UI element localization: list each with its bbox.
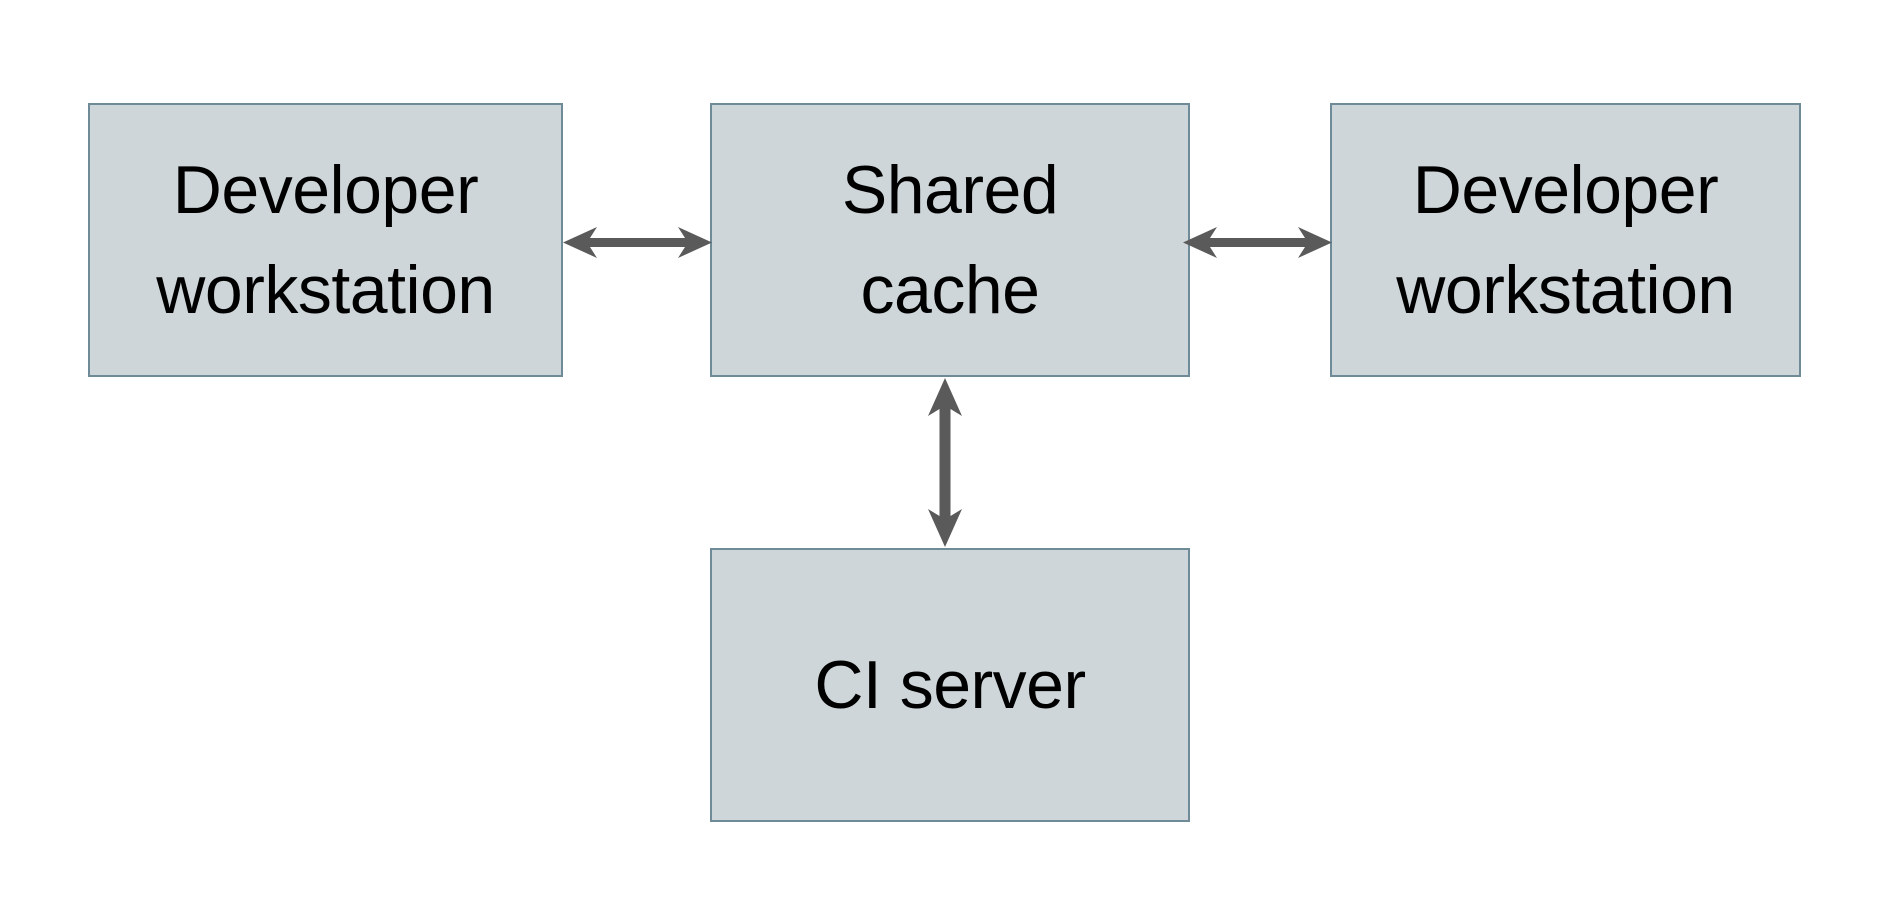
node-label-ci-server: CI server xyxy=(814,647,1086,723)
edge-developer-workstation-left-to-shared-cache[interactable] xyxy=(555,205,720,280)
node-ci-server[interactable]: CI server xyxy=(710,548,1190,822)
node-shared-cache[interactable]: Shared cache xyxy=(710,103,1190,377)
double-headed-arrow-icon xyxy=(928,378,962,547)
double-headed-arrow-icon xyxy=(563,227,712,258)
node-developer-workstation-right[interactable]: Developer workstation xyxy=(1330,103,1801,377)
double-headed-arrow-icon xyxy=(1183,227,1332,258)
edge-shared-cache-to-ci-server[interactable] xyxy=(905,370,985,555)
node-label-developer-workstation-left: Developer workstation xyxy=(156,152,495,328)
node-label-shared-cache: Shared cache xyxy=(841,152,1059,328)
edge-shared-cache-to-developer-workstation-right[interactable] xyxy=(1175,205,1340,280)
node-label-developer-workstation-right: Developer workstation xyxy=(1396,152,1735,328)
node-developer-workstation-left[interactable]: Developer workstation xyxy=(88,103,563,377)
